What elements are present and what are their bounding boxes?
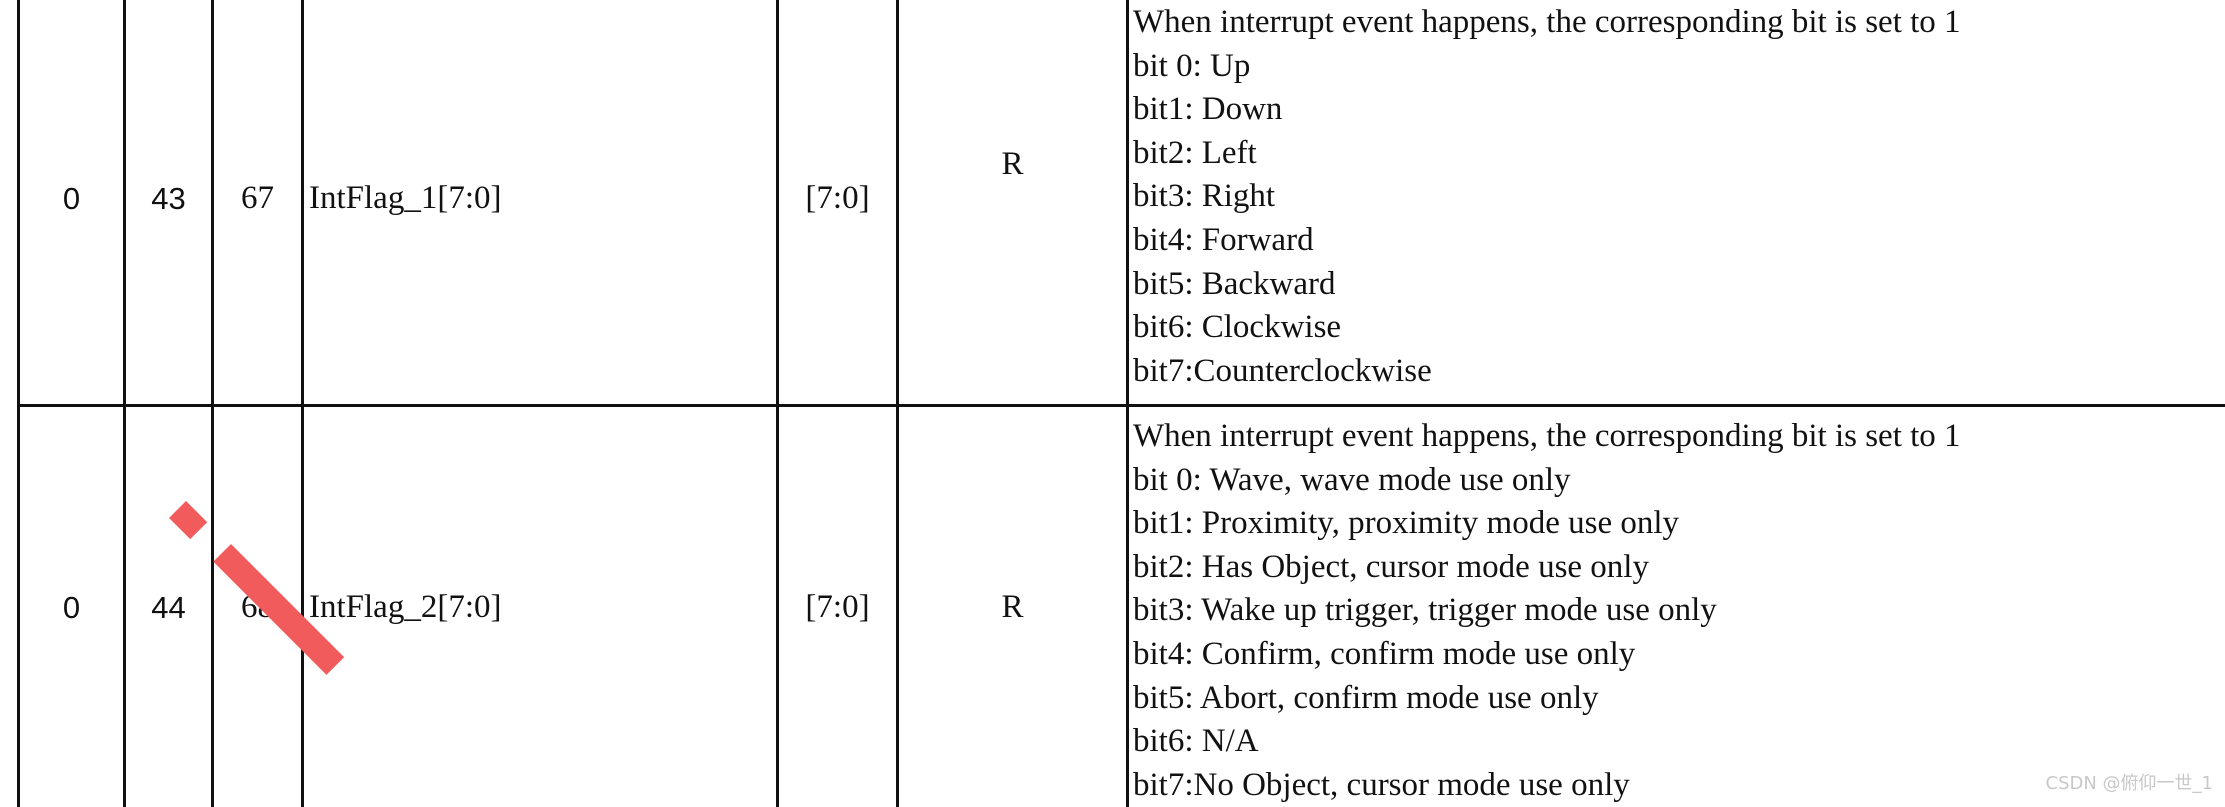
access-label: R	[1001, 146, 1024, 182]
access-label: R	[1001, 589, 1024, 625]
address-dec-cell: 43	[123, 0, 214, 407]
description-line: bit2: Has Object, cursor mode use only	[1133, 548, 1649, 585]
description-line: bit7:No Object, cursor mode use only	[1133, 766, 1630, 803]
register-table: 0 43 67 IntFlag_1[7:0] [7:0] R When inte…	[17, 0, 2225, 807]
description-line: bit5: Backward	[1133, 265, 1336, 302]
access-cell: R	[896, 0, 1129, 407]
page-cell: 0	[17, 0, 126, 407]
description-line: bit2: Left	[1133, 134, 1257, 171]
description-line: bit6: Clockwise	[1133, 309, 1342, 346]
description-line: bit1: Down	[1133, 91, 1283, 128]
table-row: 0 43 67 IntFlag_1[7:0] [7:0] R When inte…	[17, 0, 2225, 407]
access-cell: R	[896, 404, 1129, 807]
watermark: CSDN @俯仰一世_1	[2045, 773, 2214, 794]
page-cell: 0	[17, 404, 126, 807]
description-line: When interrupt event happens, the corres…	[1133, 4, 1961, 40]
description-line: bit4: Confirm, confirm mode use only	[1133, 635, 1636, 672]
bits-cell: [7:0]	[776, 0, 899, 407]
description-line: When interrupt event happens, the corres…	[1133, 418, 1961, 454]
description-line: bit4: Forward	[1133, 221, 1314, 258]
address-hex-cell: 67	[211, 0, 304, 407]
description-line: bit3: Wake up trigger, trigger mode use …	[1133, 592, 1717, 629]
description-line: bit 0: Wave, wave mode use only	[1133, 461, 1571, 498]
register-name-cell: IntFlag_1[7:0]	[301, 0, 779, 407]
register-name-cell: IntFlag_2[7:0]	[301, 404, 779, 807]
description-line: bit3: Right	[1133, 178, 1276, 215]
description-cell: When interrupt event happens, the corres…	[1126, 404, 2225, 807]
address-dec-cell: 44	[123, 404, 214, 807]
table-row: 0 44 68 IntFlag_2[7:0] [7:0] R When inte…	[17, 404, 2225, 807]
description-line: bit5: Abort, confirm mode use only	[1133, 679, 1599, 716]
description-line: bit6: N/A	[1133, 723, 1259, 760]
description-cell: When interrupt event happens, the corres…	[1126, 0, 2225, 407]
description-line: bit 0: Up	[1133, 47, 1251, 84]
description-line: bit1: Proximity, proximity mode use only	[1133, 505, 1680, 542]
description-line: bit7:Counterclockwise	[1133, 352, 1432, 389]
bits-cell: [7:0]	[776, 404, 899, 807]
